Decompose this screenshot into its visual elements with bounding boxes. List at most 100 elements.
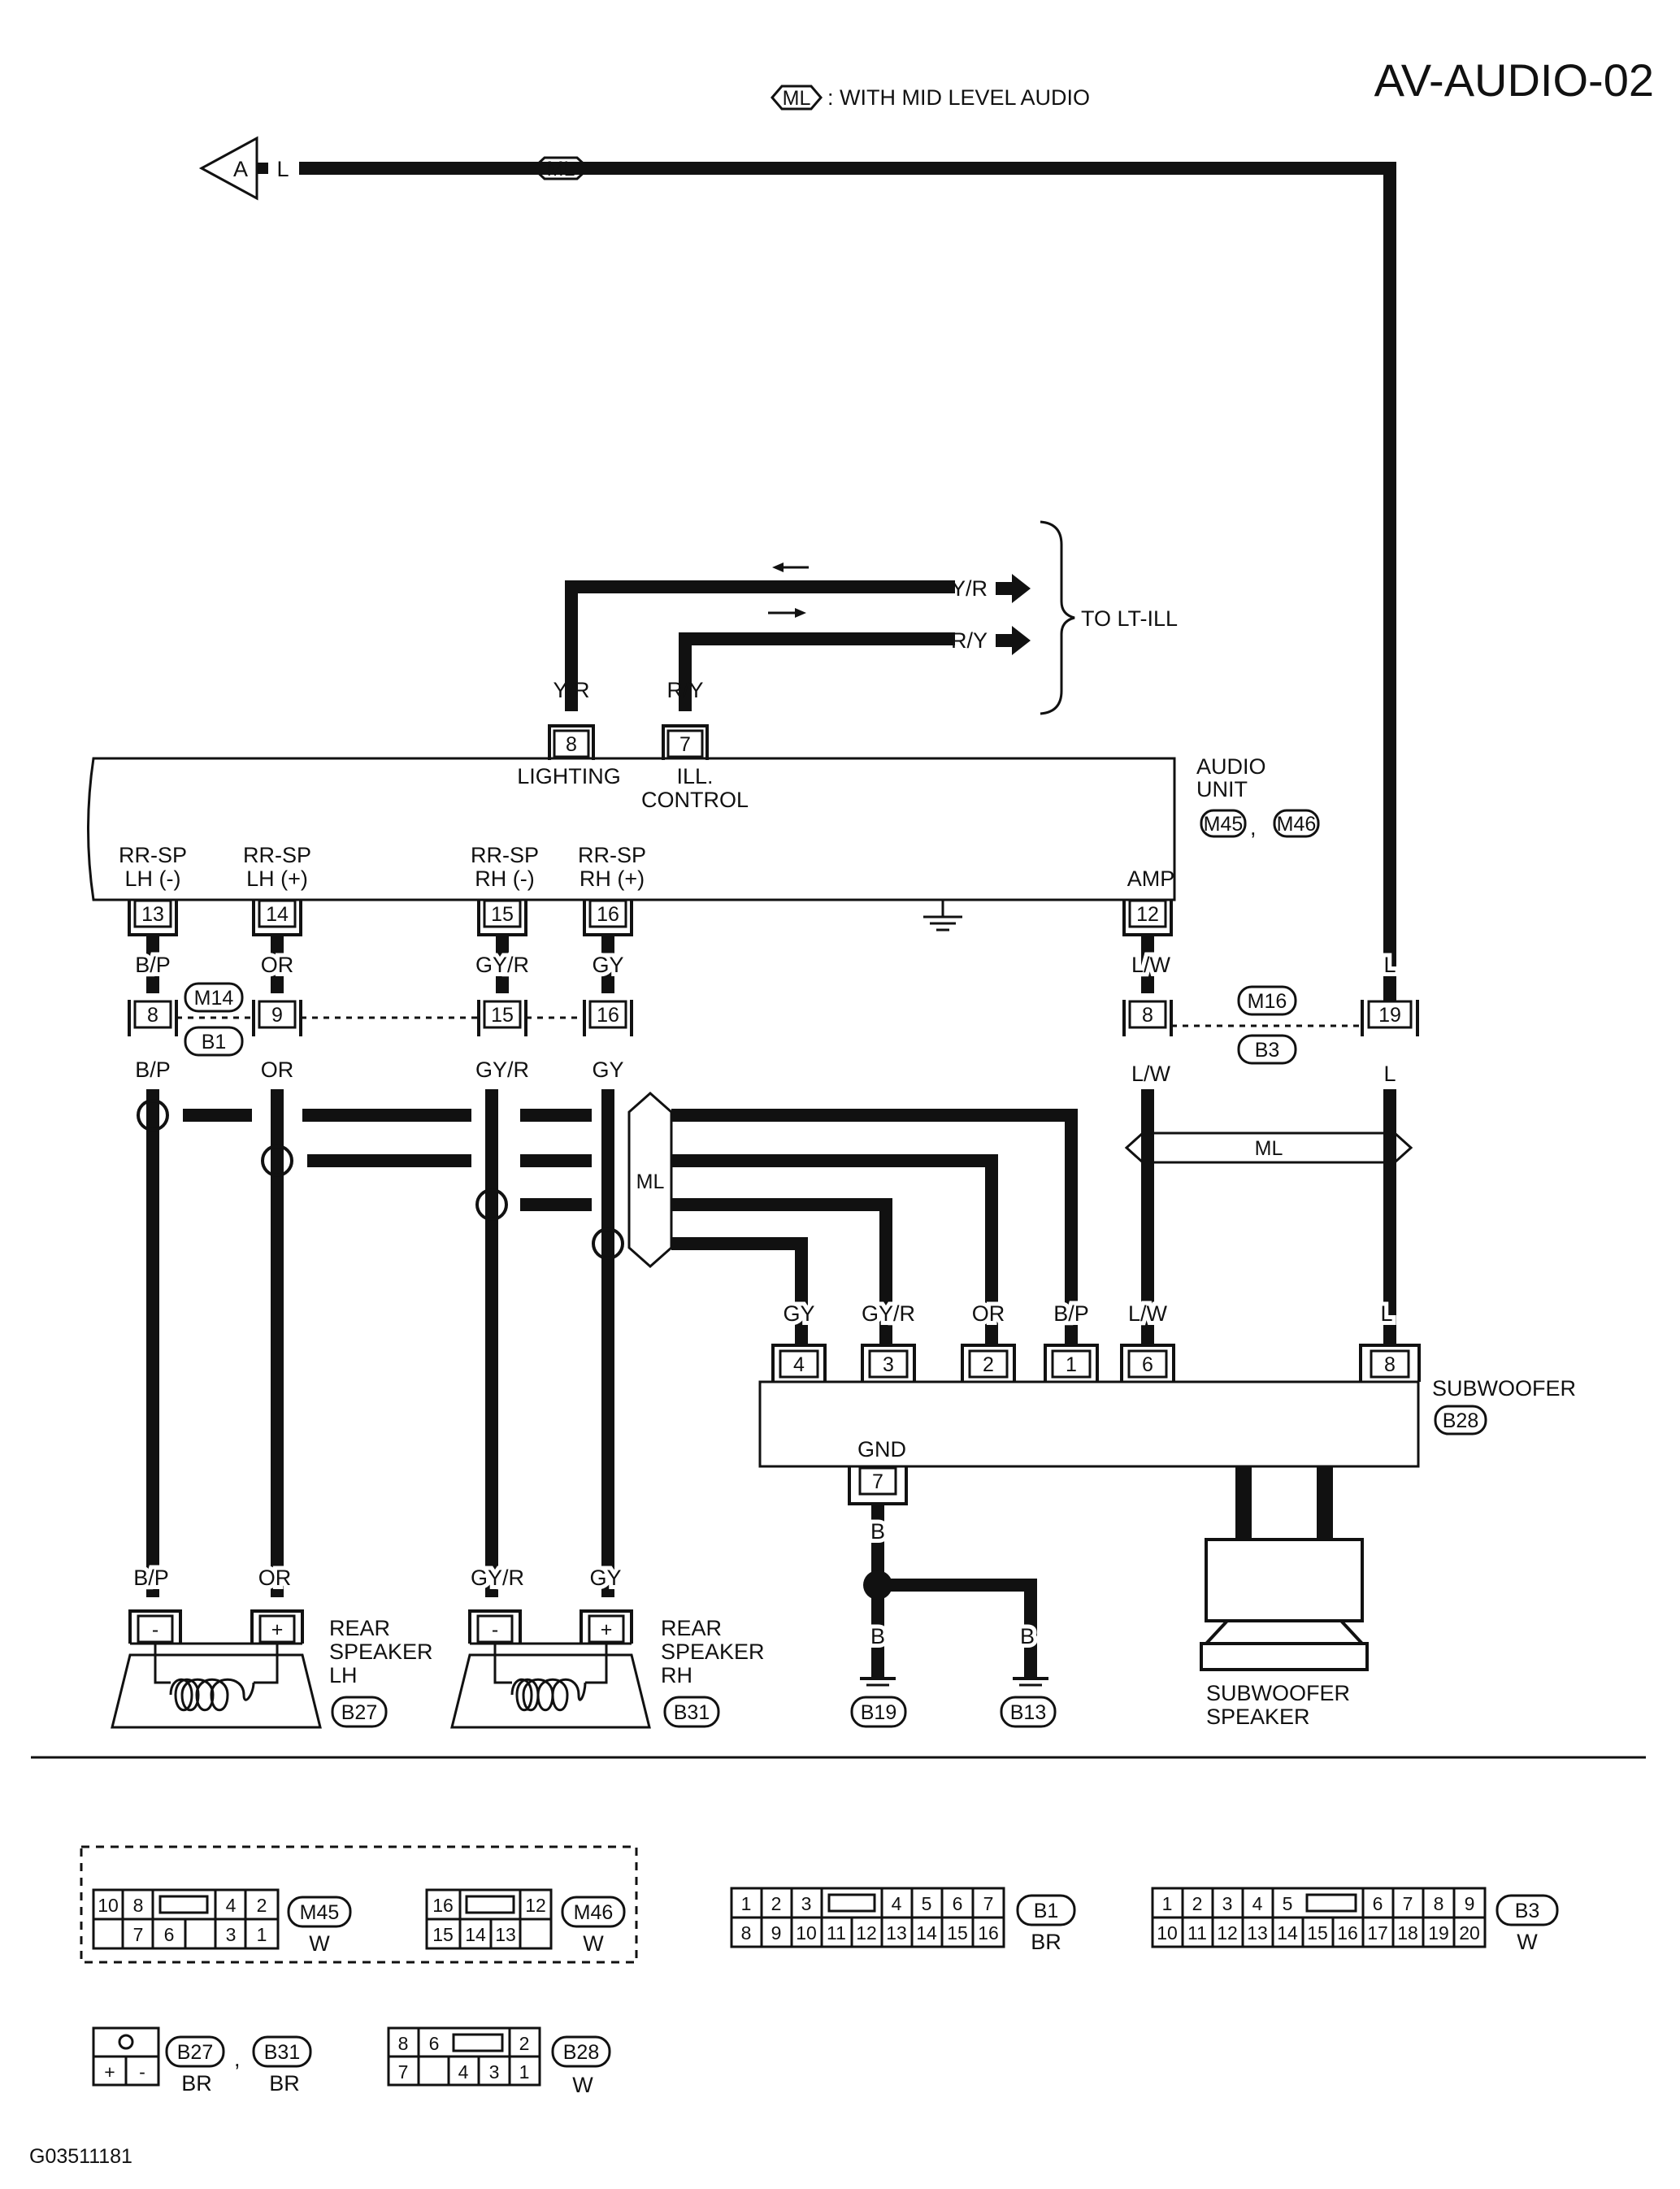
svg-text:W: W bbox=[572, 2073, 593, 2097]
svg-text:6: 6 bbox=[429, 2033, 440, 2054]
svg-text:3: 3 bbox=[489, 2061, 500, 2083]
svg-text:8: 8 bbox=[1434, 1893, 1444, 1914]
rear-rh-conn-b31: B31 bbox=[663, 1696, 720, 1728]
svg-text:16: 16 bbox=[1337, 1922, 1358, 1944]
direction-arrow-left-icon bbox=[772, 562, 809, 572]
wire-label: B/P bbox=[133, 1566, 169, 1590]
offpage-tag-a: A bbox=[233, 157, 248, 181]
lt-ill-brace bbox=[1040, 520, 1075, 715]
svg-text:B31: B31 bbox=[264, 2041, 300, 2064]
wire-label: L/W bbox=[1128, 1301, 1168, 1326]
wire-label: B/P bbox=[135, 1058, 171, 1082]
svg-text:7: 7 bbox=[679, 733, 691, 756]
subwoofer-box bbox=[758, 1380, 1420, 1468]
wire-label: OR bbox=[261, 953, 294, 977]
wire-sub-or bbox=[671, 1154, 998, 1345]
sub-pin-4: 4 bbox=[771, 1344, 827, 1382]
wire-label: GY/R bbox=[471, 1566, 524, 1590]
svg-text:19: 19 bbox=[1428, 1922, 1449, 1944]
svg-text:9: 9 bbox=[771, 1922, 782, 1944]
wire-label: GY/R bbox=[475, 953, 529, 977]
pin-15: 15 bbox=[477, 899, 527, 936]
wire-label: B/P bbox=[135, 953, 171, 977]
svg-text:12: 12 bbox=[1217, 1922, 1238, 1944]
rear-rh-name-1: REAR bbox=[661, 1616, 722, 1640]
joint-pin-16: 16 bbox=[583, 1000, 633, 1036]
rr-sp-lh-neg-2: LH (-) bbox=[125, 866, 181, 891]
svg-text:1: 1 bbox=[519, 2061, 530, 2083]
svg-text:W: W bbox=[583, 1931, 604, 1956]
sub-pin-1: 1 bbox=[1044, 1344, 1099, 1382]
rr-sp-lh-neg-1: RR-SP bbox=[119, 843, 187, 867]
svg-text:15: 15 bbox=[432, 1924, 454, 1945]
svg-text:11: 11 bbox=[827, 1922, 846, 1944]
wire-sub-gyr bbox=[671, 1198, 892, 1345]
subwoofer-speaker-name-1: SUBWOOFER bbox=[1206, 1681, 1350, 1705]
pin-16: 16 bbox=[583, 899, 633, 936]
connector-face-b27-b31: + - B27 , B31 BR BR bbox=[92, 2026, 312, 2096]
joint-tag-b3: B3 bbox=[1237, 1034, 1297, 1065]
legend: ML : WITH MID LEVEL AUDIO bbox=[771, 85, 1090, 111]
rear-lh-name-2: SPEAKER bbox=[329, 1640, 433, 1664]
svg-text:14: 14 bbox=[916, 1922, 937, 1944]
pin-14: 14 bbox=[252, 899, 302, 936]
svg-text:20: 20 bbox=[1459, 1922, 1480, 1944]
svg-text:6: 6 bbox=[164, 1924, 175, 1945]
sub-pin-gnd-7: 7 bbox=[848, 1466, 908, 1505]
audio-unit-conn-m45: M45 bbox=[1200, 809, 1247, 838]
svg-text:M45: M45 bbox=[1204, 813, 1244, 836]
arrow-right-icon bbox=[996, 626, 1031, 655]
svg-text:6: 6 bbox=[1373, 1893, 1383, 1914]
wire-b-gnd-b13 bbox=[878, 1579, 1037, 1679]
svg-text:ML: ML bbox=[636, 1171, 665, 1193]
svg-text:2: 2 bbox=[1192, 1893, 1203, 1914]
svg-text:8: 8 bbox=[1384, 1353, 1396, 1376]
wire-label: GY bbox=[589, 1566, 621, 1590]
svg-text:ML: ML bbox=[1255, 1137, 1283, 1160]
svg-text:7: 7 bbox=[872, 1470, 883, 1493]
svg-text:15: 15 bbox=[1307, 1922, 1328, 1944]
joint-pin-15: 15 bbox=[477, 1000, 527, 1036]
wire-label: GY bbox=[592, 953, 623, 977]
svg-text:12: 12 bbox=[856, 1922, 877, 1944]
sub-pin-3: 3 bbox=[861, 1344, 916, 1382]
svg-text:ML: ML bbox=[547, 158, 575, 180]
svg-text:12: 12 bbox=[1136, 903, 1159, 926]
legend-ml-tag-shape bbox=[771, 85, 823, 111]
svg-text:2: 2 bbox=[771, 1893, 782, 1914]
rear-rh-plus: + bbox=[601, 1618, 613, 1641]
svg-text:3: 3 bbox=[883, 1353, 894, 1376]
svg-text:9: 9 bbox=[1465, 1893, 1475, 1914]
splice-icon bbox=[137, 1099, 169, 1131]
connector-face-b1: 1 2 3 4 5 6 7 8 9 10 11 12 13 14 15 16 B… bbox=[730, 1887, 1076, 1954]
rr-sp-rh-neg-1: RR-SP bbox=[471, 843, 539, 867]
ground-symbol-icon bbox=[1013, 1677, 1048, 1687]
svg-text:9: 9 bbox=[271, 1004, 283, 1027]
wire-label: L bbox=[1383, 953, 1396, 977]
svg-text:B28: B28 bbox=[563, 2041, 599, 2064]
pin-lighting: 8 bbox=[548, 724, 595, 760]
gnd-label: GND bbox=[857, 1437, 906, 1462]
subwoofer-conn-b28: B28 bbox=[1434, 1405, 1487, 1435]
svg-text:14: 14 bbox=[1277, 1922, 1298, 1944]
svg-text:10: 10 bbox=[796, 1922, 817, 1944]
splice-icon bbox=[592, 1227, 624, 1260]
ground-symbol-icon bbox=[923, 901, 962, 932]
wire-y-r bbox=[565, 580, 955, 711]
pin-13: 13 bbox=[128, 899, 178, 936]
wire-l-main bbox=[299, 162, 1396, 1001]
amp-label: AMP bbox=[1127, 866, 1175, 891]
svg-text:3: 3 bbox=[226, 1924, 237, 1945]
svg-text:18: 18 bbox=[1397, 1922, 1418, 1944]
svg-text:B31: B31 bbox=[674, 1701, 710, 1724]
svg-text:8: 8 bbox=[133, 1895, 144, 1916]
svg-text:B3: B3 bbox=[1515, 1900, 1540, 1922]
svg-text:7: 7 bbox=[983, 1893, 994, 1914]
svg-text:1: 1 bbox=[1066, 1353, 1077, 1376]
svg-text:B28: B28 bbox=[1443, 1409, 1478, 1432]
subwoofer-speaker-icon bbox=[1200, 1466, 1369, 1671]
pin-ill-control: 7 bbox=[662, 724, 709, 760]
ground-symbol-icon bbox=[860, 1677, 896, 1687]
audio-unit-conn-m46: M46 bbox=[1273, 809, 1320, 838]
